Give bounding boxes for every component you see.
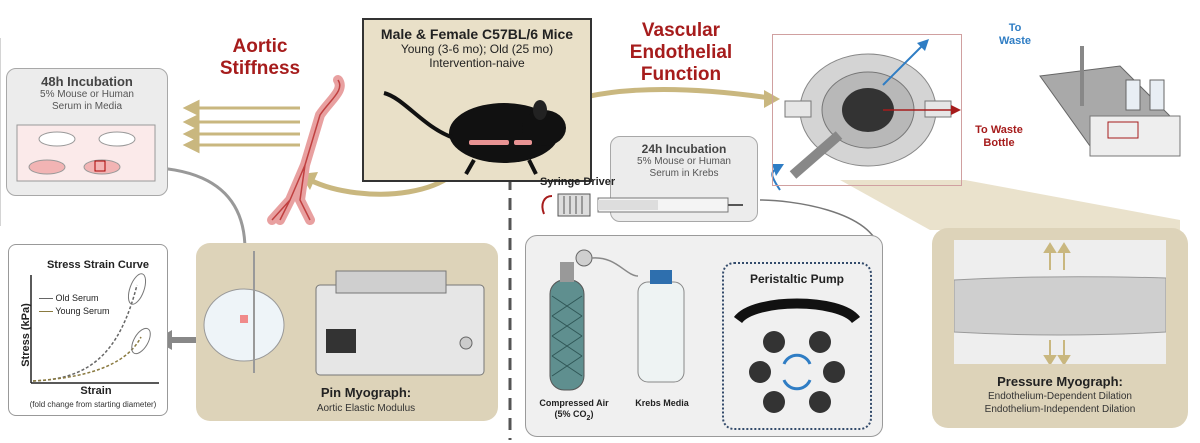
stress-strain-box: Stress Strain Curve Old Serum Young Seru…	[8, 244, 168, 416]
mice-box: Male & Female C57BL/6 Mice Young (3-6 mo…	[362, 18, 592, 182]
legend-old-label: Old Serum	[55, 293, 99, 303]
pressure-myograph-box: Pressure Myograph: Endothelium-Dependent…	[932, 228, 1188, 428]
to-waste-label: To Waste	[990, 22, 1040, 48]
tan-arrows-left	[182, 99, 300, 154]
perfusion-image	[549, 249, 685, 391]
pressure-myograph-line2: Endothelium-Independent Dilation	[984, 404, 1136, 415]
compressed-air-co: (5% CO	[554, 409, 587, 419]
mice-ages: Young (3-6 mo); Old (25 mo)	[400, 42, 554, 56]
peristaltic-pump-box: Peristaltic Pump	[722, 262, 872, 430]
chamber-frame	[772, 34, 962, 186]
compressed-air-sub: 2	[586, 414, 591, 422]
stress-strain-plot	[30, 273, 159, 384]
strain-axis-label: Strain	[80, 385, 112, 397]
pump-rollers-image	[733, 298, 861, 413]
chamber-image	[784, 39, 961, 179]
vascular-title-line3: Function	[640, 64, 722, 85]
aortic-stiffness-title: Aortic Stiffness	[205, 36, 315, 80]
syringe-driver-label: Syringe Driver	[540, 176, 616, 188]
aortic-title-line1: Aortic	[232, 36, 288, 57]
compressed-air-end: )	[590, 409, 594, 419]
compressed-air-line1: Compressed Air	[539, 398, 609, 408]
myograph-system-image	[1039, 46, 1181, 157]
to-waste-line1: To	[1008, 22, 1022, 34]
pin-myograph-subtitle: Aortic Elastic Modulus	[316, 403, 416, 414]
well-plate-image	[16, 124, 156, 182]
to-waste-line2: Waste	[999, 35, 1031, 47]
stress-strain-title: Stress Strain Curve	[46, 259, 150, 271]
legend-young-marker	[39, 311, 53, 313]
to-waste-bottle-label: To Waste Bottle	[966, 124, 1032, 150]
mice-title: Male & Female C57BL/6 Mice	[380, 26, 574, 42]
incubation-48h-title: 48h Incubation	[41, 74, 133, 89]
mice-intervention: Intervention-naive	[429, 56, 525, 70]
incubation-24h-line1: 5% Mouse or Human	[637, 156, 731, 167]
aortic-title-line2: Stiffness	[219, 58, 301, 79]
incubation-24h-title: 24h Incubation	[641, 142, 727, 156]
mouse-image	[383, 91, 566, 175]
compressed-air-label: Compressed Air (5% CO2)	[530, 398, 618, 424]
strain-axis-note: (fold change from starting diameter)	[29, 400, 157, 409]
peristaltic-pump-label: Peristaltic Pump	[749, 272, 845, 286]
vessel-drawing	[954, 242, 1166, 364]
pressure-myograph-title: Pressure Myograph:	[997, 374, 1123, 389]
pressure-myograph-line1: Endothelium-Dependent Dilation	[988, 391, 1132, 402]
incubation-48h-line1: 5% Mouse or Human	[40, 89, 134, 100]
incubation-48h-line2: Serum in Media	[51, 101, 123, 112]
pin-myograph-image	[203, 251, 485, 376]
incubation-24h-line2: Serum in Krebs	[649, 168, 719, 179]
incubation-48h-box: 48h Incubation 5% Mouse or Human Serum i…	[6, 68, 168, 196]
tan-wedge	[840, 180, 1180, 230]
vascular-title-line1: Vascular	[641, 20, 721, 41]
vascular-title-line2: Endothelial	[629, 42, 733, 63]
legend-young-serum: Young Serum	[39, 306, 110, 316]
legend-young-label: Young Serum	[55, 306, 110, 316]
krebs-media-label: Krebs Media	[635, 398, 689, 408]
compressed-air-line2: (5% CO2)	[530, 409, 618, 424]
vessel-image	[954, 240, 1166, 364]
syringe-driver-image	[541, 193, 743, 217]
pin-myograph-box: Pin Myograph: Aortic Elastic Modulus	[196, 243, 498, 421]
to-waste-bottle-line2: Bottle	[983, 137, 1015, 149]
legend-old-serum: Old Serum	[39, 293, 99, 303]
pin-myograph-title: Pin Myograph:	[320, 385, 412, 400]
aorta-image	[267, 75, 345, 225]
legend-old-marker	[39, 298, 53, 300]
to-waste-bottle-line1: To Waste	[975, 124, 1023, 136]
vascular-function-title: Vascular Endothelial Function	[616, 20, 746, 86]
perfusion-panel: Peristaltic Pump Compressed Air (5% CO2)…	[525, 235, 883, 437]
